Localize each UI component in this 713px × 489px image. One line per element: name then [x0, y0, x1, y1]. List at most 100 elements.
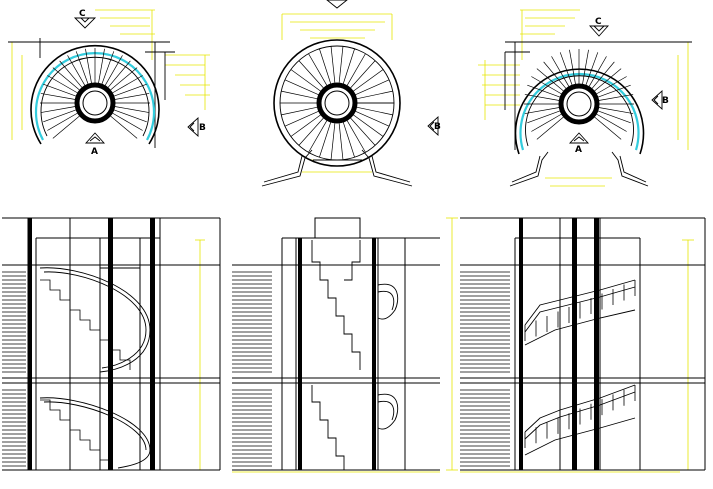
section-arrow-left-icon [187, 116, 199, 138]
elevation-1-spiral-handrails [39, 267, 151, 469]
section-arrow-up-icon [84, 132, 106, 144]
stair-tread [524, 94, 560, 101]
stair-tread [330, 122, 336, 160]
stair-tread [85, 48, 92, 84]
elevation-1-level-ticks [2, 271, 26, 467]
plan-3-outer-wall-arc [514, 68, 645, 155]
plan-1-marker-c: C [73, 9, 97, 29]
stair-tread [112, 112, 143, 131]
plan-2-dimension-lines [281, 13, 393, 173]
plan-2-center-core [324, 90, 350, 116]
stair-tread [298, 117, 324, 146]
stair-tread [113, 83, 147, 97]
stair-tread [342, 48, 355, 85]
elevation-3-balusters [524, 280, 636, 448]
stair-tread [596, 76, 627, 95]
stair-tread [281, 90, 318, 100]
stair-tread [52, 67, 80, 91]
stair-tread [338, 122, 344, 160]
plan-3-marker-c: C [588, 17, 610, 37]
stair-tread [582, 49, 589, 85]
stair-tread [284, 79, 319, 96]
stair-tread [598, 107, 634, 114]
plan-1-marker-a: A [84, 132, 106, 157]
stair-tread [346, 53, 366, 86]
stair-tread [591, 61, 615, 89]
stair-tread [543, 61, 567, 89]
stair-tread [47, 112, 78, 131]
plan-2-outer-wall [273, 39, 401, 167]
stair-tread [527, 110, 561, 124]
elevation-view-2 [232, 217, 458, 473]
elevation-2-columns [298, 238, 376, 470]
stair-tread [75, 51, 89, 85]
plan-3-marker-a-label: A [575, 145, 582, 155]
plan-2-stair-treads [280, 46, 394, 160]
elevation-1-columns [28, 218, 155, 470]
section-arrow-down-icon [588, 25, 610, 37]
stair-tread [43, 83, 77, 97]
plan-1-marker-a-label: A [91, 147, 98, 157]
stair-tread [569, 49, 576, 85]
stair-tread [350, 117, 376, 146]
elevation-2-handrail-loops [377, 283, 399, 430]
elevation-2-dimension-lines [232, 217, 458, 473]
stair-tread [114, 93, 150, 100]
section-arrow-left-icon [651, 89, 663, 111]
stair-tread [598, 94, 634, 101]
plan-3-handrail-arc [519, 72, 640, 151]
stair-tread [330, 46, 336, 84]
stair-tread [298, 60, 324, 89]
stair-tread [597, 110, 631, 124]
elevation-view-3 [460, 217, 706, 473]
plan-view-2: B [261, 0, 441, 187]
section-arrow-down-icon [73, 17, 97, 29]
stair-tread [112, 75, 143, 94]
stair-tread [585, 52, 599, 86]
plan-2-landing-flares [261, 149, 413, 187]
stair-tread [355, 79, 390, 96]
stair-tread [594, 116, 622, 140]
plan-3-inner-rail-arc [525, 75, 634, 147]
stair-tread [308, 53, 328, 86]
stair-tread [104, 55, 123, 86]
stair-tread [43, 109, 77, 123]
elevation-3-level-ticks [460, 271, 510, 467]
plan-1-outer-wall-arc [30, 44, 160, 145]
stair-tread [346, 120, 366, 153]
plan-2-marker-b-label: B [434, 122, 441, 132]
plan-1-center-core [82, 90, 108, 116]
stair-tread [352, 114, 384, 137]
stair-tread [524, 107, 560, 114]
stair-tread [355, 110, 390, 127]
stair-tread [356, 90, 393, 100]
plan-1-marker-b: B [187, 116, 206, 138]
stair-tread [67, 55, 86, 86]
plan-3-marker-b: B [651, 89, 669, 111]
plan-3-marker-a: A [568, 132, 590, 155]
elevation-2-level-ticks [232, 271, 272, 467]
stair-tread [284, 110, 319, 127]
elevation-2-frame [232, 217, 440, 471]
stair-tread [52, 115, 80, 139]
stair-tread [308, 120, 328, 153]
plan-3-marker-c-label: C [595, 17, 602, 27]
stair-tread [98, 48, 105, 84]
elevation-1-step-profile [40, 279, 131, 468]
stair-tread [536, 116, 564, 140]
plan-3-center-core [566, 91, 592, 117]
stair-tread [350, 60, 376, 89]
plan-view-1: C B A [8, 9, 210, 157]
stair-tread [319, 121, 332, 158]
stair-tread [101, 51, 115, 85]
stair-tread [536, 68, 564, 92]
plan-2-top-section-arrow [326, 0, 348, 9]
stair-tread [290, 114, 322, 137]
plan-1-marker-c-label: C [79, 9, 86, 19]
stair-tread [113, 109, 147, 123]
stair-tread [338, 46, 344, 84]
stair-tread [47, 75, 78, 94]
elevation-3-stair-flights [524, 279, 636, 456]
stair-tread [594, 68, 622, 92]
